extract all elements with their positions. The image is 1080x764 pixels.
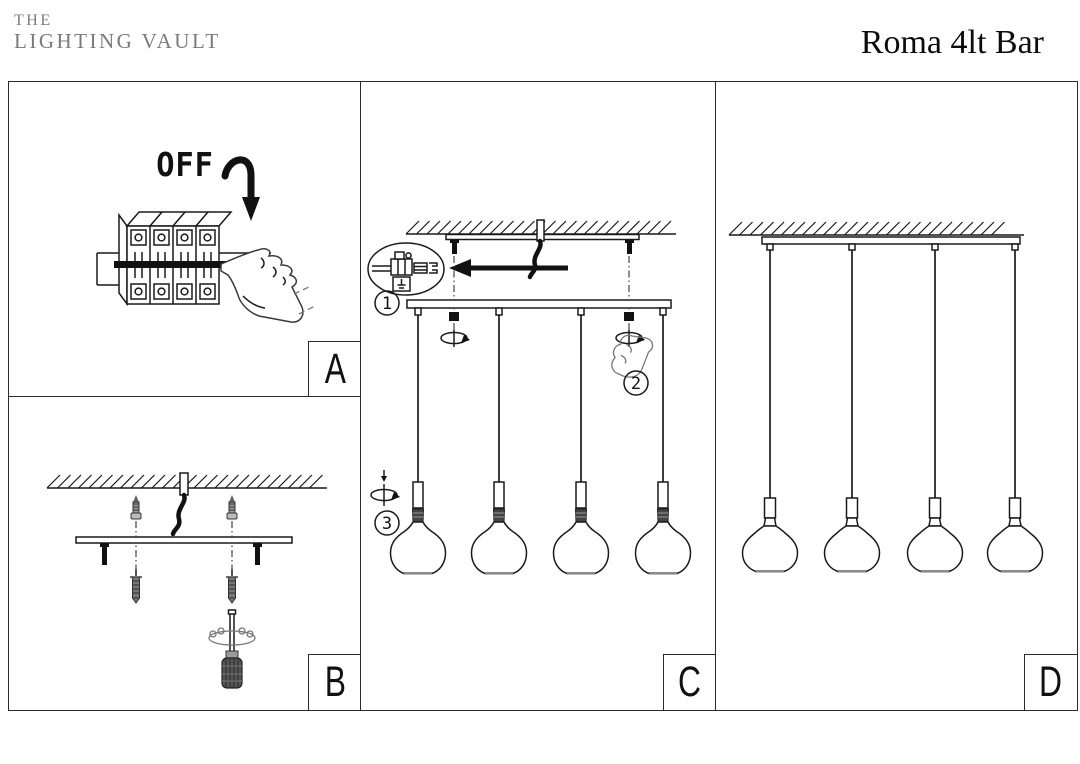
thumb-nut-icon xyxy=(449,312,634,321)
product-title: Roma 4lt Bar xyxy=(860,24,1044,61)
mains-cable-icon xyxy=(170,472,189,537)
threaded-stud-icon xyxy=(100,543,262,565)
screwdriver-icon xyxy=(208,609,256,689)
circuit-breaker-icon xyxy=(96,211,271,307)
turning-hand-icon xyxy=(208,627,256,646)
step-2-badge: 2 xyxy=(623,370,649,396)
step-2-number: 2 xyxy=(631,374,641,394)
ceiling-hatch-icon xyxy=(405,220,672,235)
panel-b-label-box: B xyxy=(308,654,361,710)
mounting-bracket-icon xyxy=(75,536,293,565)
brand-line-1: THE xyxy=(14,12,53,29)
panel-a-label-box: A xyxy=(308,341,361,397)
terminal-block-callout-icon xyxy=(367,242,445,296)
wall-plug-icon xyxy=(130,569,238,604)
rotate-icon xyxy=(370,470,400,506)
panel-d-label-box: D xyxy=(1024,654,1077,710)
connect-arrow-icon xyxy=(449,259,568,277)
alignment-guides xyxy=(135,521,233,573)
gripping-hand-icon xyxy=(611,334,654,378)
step-1-number: 1 xyxy=(382,294,392,314)
step-1-badge: 1 xyxy=(374,290,400,316)
ceiling-hatch-icon xyxy=(46,474,323,489)
panel-a-illustration: OFF xyxy=(96,147,316,323)
panel-b-label: B xyxy=(324,658,346,706)
rotate-icon xyxy=(440,323,645,347)
panel-c-assembly-steps: 1 xyxy=(360,81,717,711)
panel-c-label-box: C xyxy=(663,654,716,710)
panel-c-illustration: 1 xyxy=(367,219,692,576)
panel-b-illustration xyxy=(46,472,327,689)
curved-down-arrow-icon xyxy=(221,156,260,221)
panel-d-label: D xyxy=(1039,658,1063,706)
panel-d-illustration xyxy=(728,221,1044,574)
ceiling-hatch-icon xyxy=(728,221,1005,236)
fixture-bar-icon xyxy=(406,299,672,309)
brand-line-2: LIGHTING VAULT xyxy=(14,29,221,53)
pressing-hand-icon xyxy=(220,248,316,323)
panel-a-power-off: OFF xyxy=(8,81,362,398)
pendant-lamp-icons xyxy=(741,243,1044,574)
mounting-screw-icon xyxy=(130,495,238,520)
panel-a-label: A xyxy=(324,345,346,393)
fixture-bar-icon xyxy=(761,236,1021,245)
panel-d-finished-fixture: D xyxy=(715,81,1078,711)
mains-cable-icon xyxy=(527,219,545,280)
step-3-number: 3 xyxy=(382,514,392,534)
panel-b-bracket-fixing: B xyxy=(8,396,362,711)
step-3-badge: 3 xyxy=(374,510,400,536)
breaker-toggle-bar xyxy=(114,261,231,268)
panel-c-label: C xyxy=(678,658,702,706)
off-label: OFF xyxy=(156,147,214,184)
pendant-cord-and-bulb-icons xyxy=(389,314,692,576)
brand-logo: THE LIGHTING VAULT xyxy=(14,12,221,52)
instruction-panels: OFF xyxy=(8,81,1078,711)
